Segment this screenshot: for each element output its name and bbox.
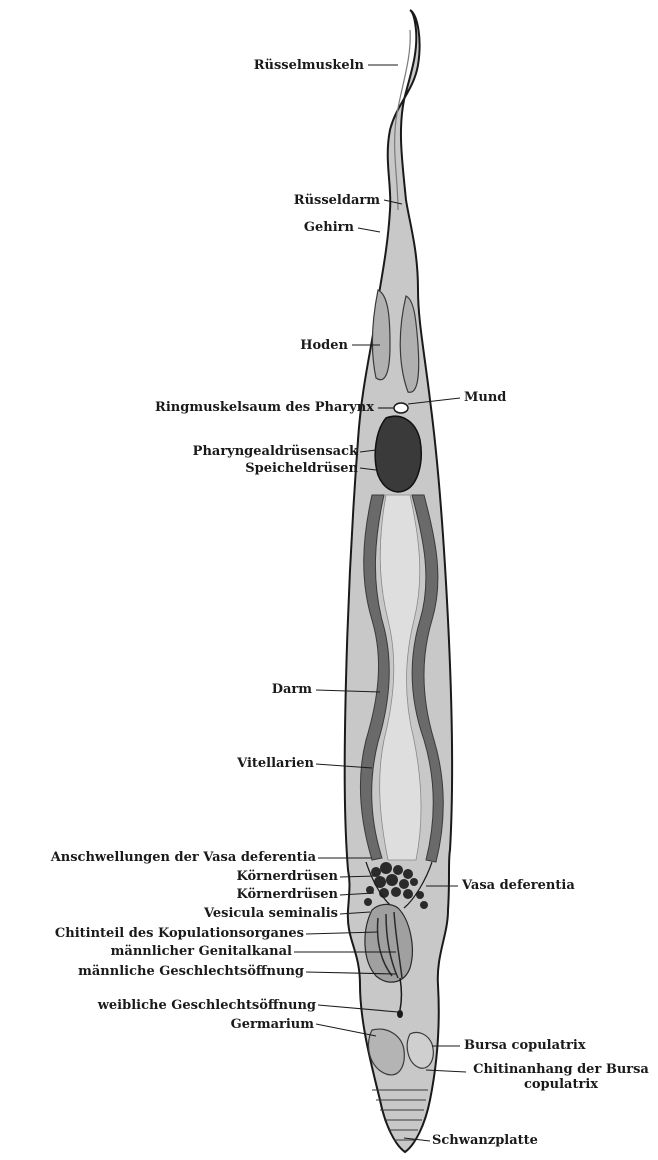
label-koernerdruesen-1: Körnerdrüsen [236,869,338,884]
label-gehirn: Gehirn [304,220,354,235]
male-genital-pore [397,1010,403,1018]
label-ruesselmuskeln: Rüsselmuskeln [254,58,364,73]
label-bursa: Bursa copulatrix [464,1038,586,1053]
label-germarium: Germarium [231,1017,314,1032]
label-chitinteil: Chitinteil des Kopulationsorganes [55,926,304,941]
label-ruesseldarm: Rüsseldarm [294,193,380,208]
mouth-opening [394,403,408,413]
label-pharyngealdruesensack: Pharyngealdrüsensack [193,444,358,459]
label-chitinanhang-line-1: Chitinanhang der Bursa [468,1062,654,1077]
label-anschwellungen: Anschwellungen der Vasa deferentia [51,850,316,865]
label-schwanzplatte: Schwanzplatte [432,1133,538,1148]
label-koernerdruesen-2: Körnerdrüsen [236,887,338,902]
label-chitinanhang-line-2: copulatrix [468,1077,654,1092]
label-vitellarien: Vitellarien [237,756,314,771]
label-mund: Mund [464,390,506,405]
label-chitinanhang: Chitinanhang der Bursa copulatrix [468,1062,654,1092]
label-vesicula: Vesicula seminalis [204,906,338,921]
label-hoden: Hoden [300,338,348,353]
pharynx [375,416,421,492]
label-ringmuskelsaum: Ringmuskelsaum des Pharynx [155,400,374,415]
label-darm: Darm [272,682,312,697]
label-vasa-deferentia: Vasa deferentia [462,878,575,893]
label-maennl-oeffnung: männliche Geschlechtsöffnung [78,964,304,979]
label-weibl-oeffnung: weibliche Geschlechtsöffnung [98,998,316,1013]
label-genitalkanal: männlicher Genitalkanal [111,944,292,959]
label-speicheldruesen: Speicheldrüsen [245,461,358,476]
